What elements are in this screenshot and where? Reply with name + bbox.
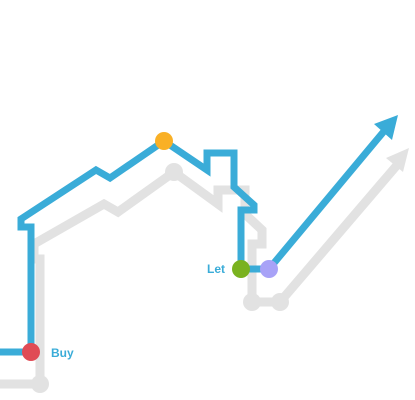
shadow-dot-buy — [31, 375, 49, 393]
end-marker — [260, 260, 278, 278]
peak-marker — [155, 132, 173, 150]
shadow-layer — [0, 148, 409, 393]
buy-marker — [22, 343, 40, 361]
let-label: Let — [207, 262, 225, 276]
shadow-dot-peak — [165, 163, 183, 181]
buy-label: Buy — [51, 346, 74, 360]
let-marker — [232, 260, 250, 278]
main-line — [0, 127, 388, 356]
shadow-arrowhead — [386, 148, 409, 172]
shadow-dot-end — [271, 293, 289, 311]
shadow-dot-let — [243, 293, 261, 311]
main-layer — [0, 115, 398, 356]
shadow-line — [0, 161, 402, 389]
arrow-up-right-icon — [374, 115, 398, 140]
